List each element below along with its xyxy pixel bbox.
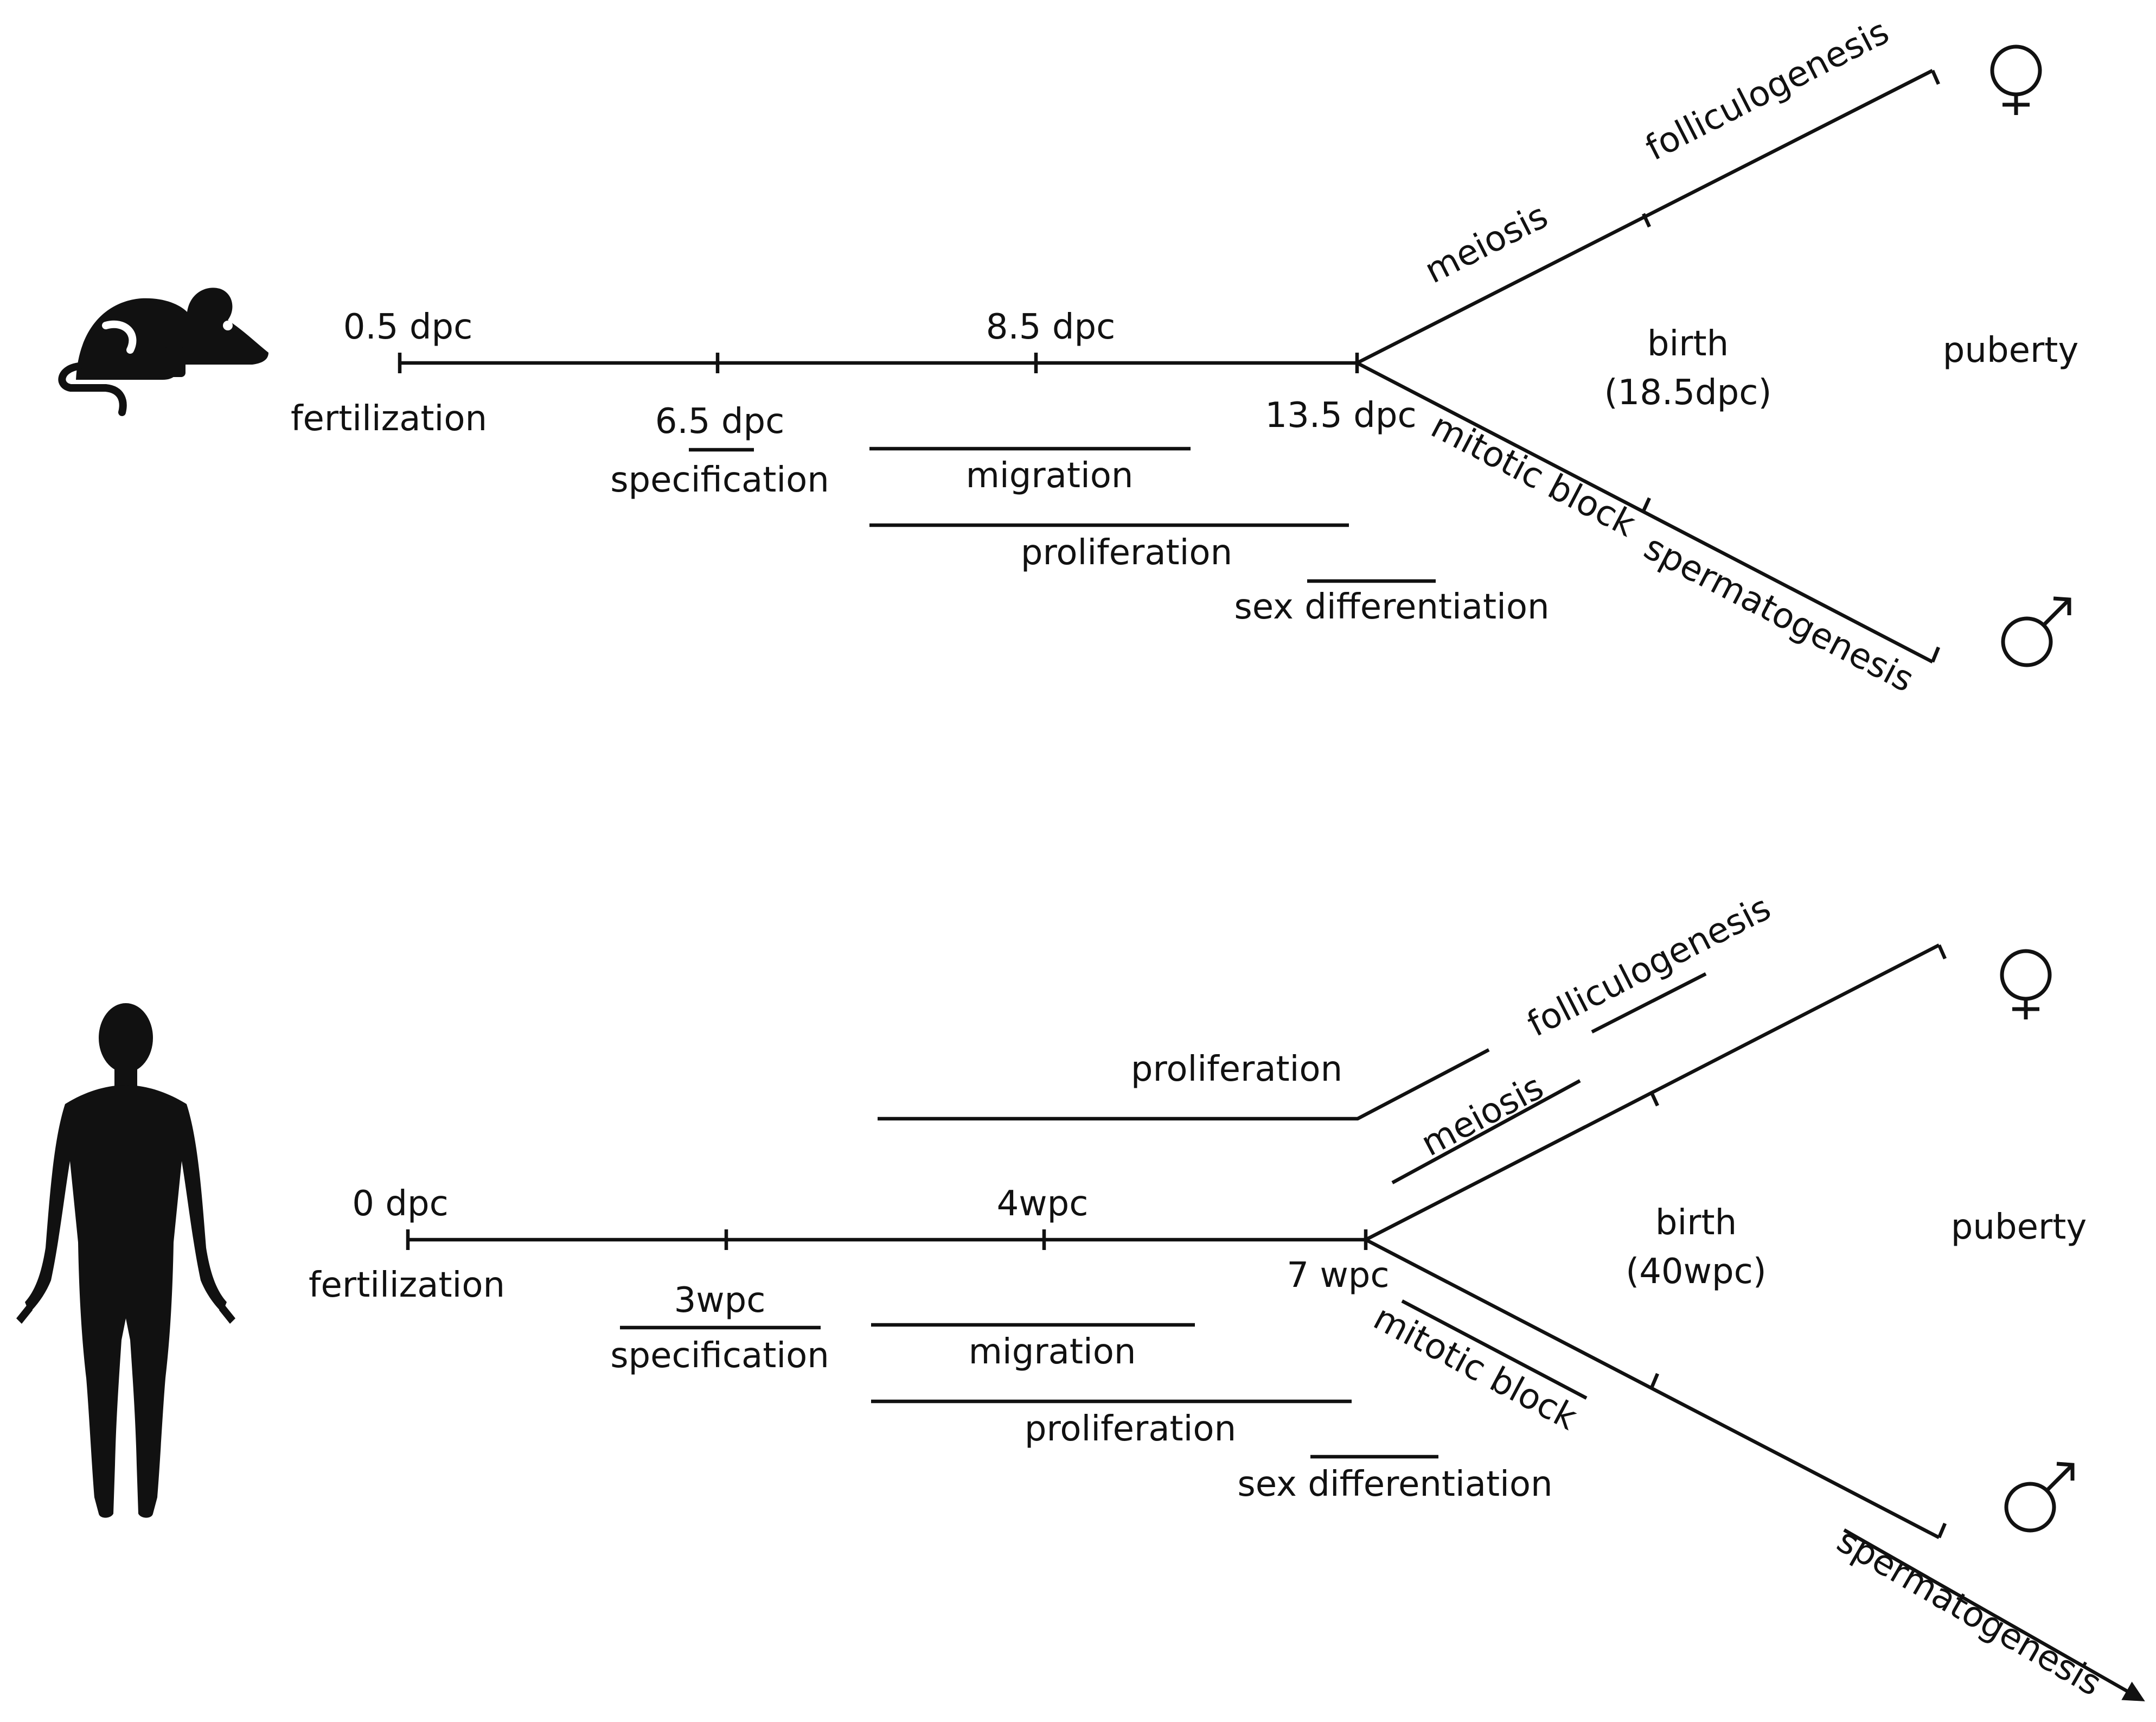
human-male-end-tick <box>1937 1522 1947 1539</box>
human-label-mitotic-block: mitotic block <box>1367 1298 1583 1438</box>
mouse-female-birth-tick <box>1642 213 1651 228</box>
human-label-0-dpc: 0 dpc <box>352 1184 449 1224</box>
human-label-fertilization: fertilization <box>309 1265 505 1305</box>
human-proliferation-female-bar <box>878 1048 1490 1121</box>
mouse-label-birth: birth <box>1647 324 1729 364</box>
mouse-male-symbol-icon <box>2001 596 2071 667</box>
human-female-symbol-icon <box>2000 949 2052 1019</box>
human-mitotic-block-bar <box>1401 1299 1588 1400</box>
mouse-label-8-5-dpc: 8.5 dpc <box>986 307 1116 347</box>
mouse-female-symbol-icon <box>1990 44 2042 115</box>
human-label-sex-differentiation: sex differentiation <box>1237 1464 1552 1504</box>
human-label-7-wpc: 7 wpc <box>1287 1255 1389 1296</box>
human-meiosis-bar <box>1391 1079 1581 1184</box>
human-label-birth: birth <box>1655 1203 1737 1243</box>
human-folliculogenesis-bar <box>1591 972 1707 1034</box>
human-label-meiosis: meiosis <box>1415 1067 1550 1164</box>
mouse-female-end-tick <box>1931 69 1940 85</box>
mouse-icon <box>58 288 268 416</box>
human-male-branch <box>1365 1238 1940 1539</box>
mouse-label-spermatogenesis: spermatogenesis <box>1637 527 1920 700</box>
mouse-label-meiosis: meiosis <box>1418 196 1554 291</box>
human-label-specification: specification <box>610 1336 829 1376</box>
mouse-label-fertilization: fertilization <box>291 399 487 439</box>
human-panel: 0 dpc 4wpc fertilization 3wpc specificat… <box>16 888 2145 1704</box>
human-male-symbol-icon <box>2004 1462 2075 1533</box>
human-silhouette-icon <box>16 1003 235 1518</box>
human-female-end-tick <box>1937 944 1947 960</box>
human-label-birth-time: (40wpc) <box>1626 1252 1767 1292</box>
mouse-male-birth-tick <box>1642 497 1651 512</box>
human-label-3wpc: 3wpc <box>674 1280 766 1321</box>
human-label-4wpc: 4wpc <box>997 1184 1089 1224</box>
mouse-label-mitotic-block: mitotic block <box>1425 406 1642 545</box>
mouse-label-folliculogenesis: folliculogenesis <box>1639 12 1895 169</box>
human-label-migration: migration <box>969 1332 1136 1372</box>
mouse-label-specification: specification <box>610 460 829 500</box>
mouse-panel: 0.5 dpc 8.5 dpc fertilization 6.5 dpc sp… <box>58 12 2078 700</box>
human-label-spermatogenesis: spermatogenesis <box>1830 1521 2108 1704</box>
mouse-label-6-5-dpc: 6.5 dpc <box>655 401 785 442</box>
human-spermatogenesis-arrow <box>1843 1528 2145 1701</box>
human-label-proliferation: proliferation <box>1025 1409 1236 1449</box>
mouse-label-birth-time: (18.5dpc) <box>1604 373 1772 413</box>
human-female-birth-tick <box>1650 1092 1659 1107</box>
mouse-label-puberty: puberty <box>1943 330 2078 371</box>
human-label-proliferation-female: proliferation <box>1131 1049 1342 1089</box>
human-male-birth-tick <box>1650 1373 1659 1389</box>
human-label-puberty: puberty <box>1951 1207 2087 1247</box>
mouse-label-migration: migration <box>966 456 1134 496</box>
human-label-folliculogenesis: folliculogenesis <box>1521 888 1777 1045</box>
mouse-male-end-tick <box>1930 646 1941 663</box>
mouse-label-0-5-dpc: 0.5 dpc <box>343 307 473 347</box>
mouse-label-sex-differentiation: sex differentiation <box>1234 587 1549 627</box>
mouse-male-branch <box>1356 361 1934 664</box>
mouse-label-13-5-dpc: 13.5 dpc <box>1265 396 1416 436</box>
mouse-label-proliferation: proliferation <box>1021 533 1232 573</box>
